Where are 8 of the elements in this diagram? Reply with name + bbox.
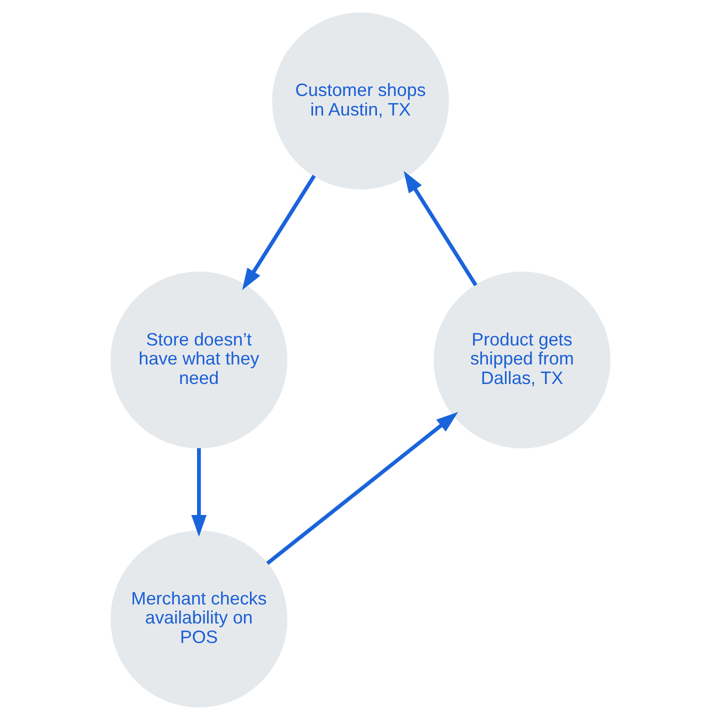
arrow [242,174,316,290]
node-circle: Customer shops in Austin, TX [272,12,448,190]
node-circle: Merchant checks availability on POS [110,530,287,708]
node-circle: Product gets shipped from Dallas, TX [433,272,610,448]
arrow [403,170,477,286]
arrow [266,412,458,565]
node-circle: Store doesn’t have what they need [110,272,287,448]
arrow [190,448,206,537]
